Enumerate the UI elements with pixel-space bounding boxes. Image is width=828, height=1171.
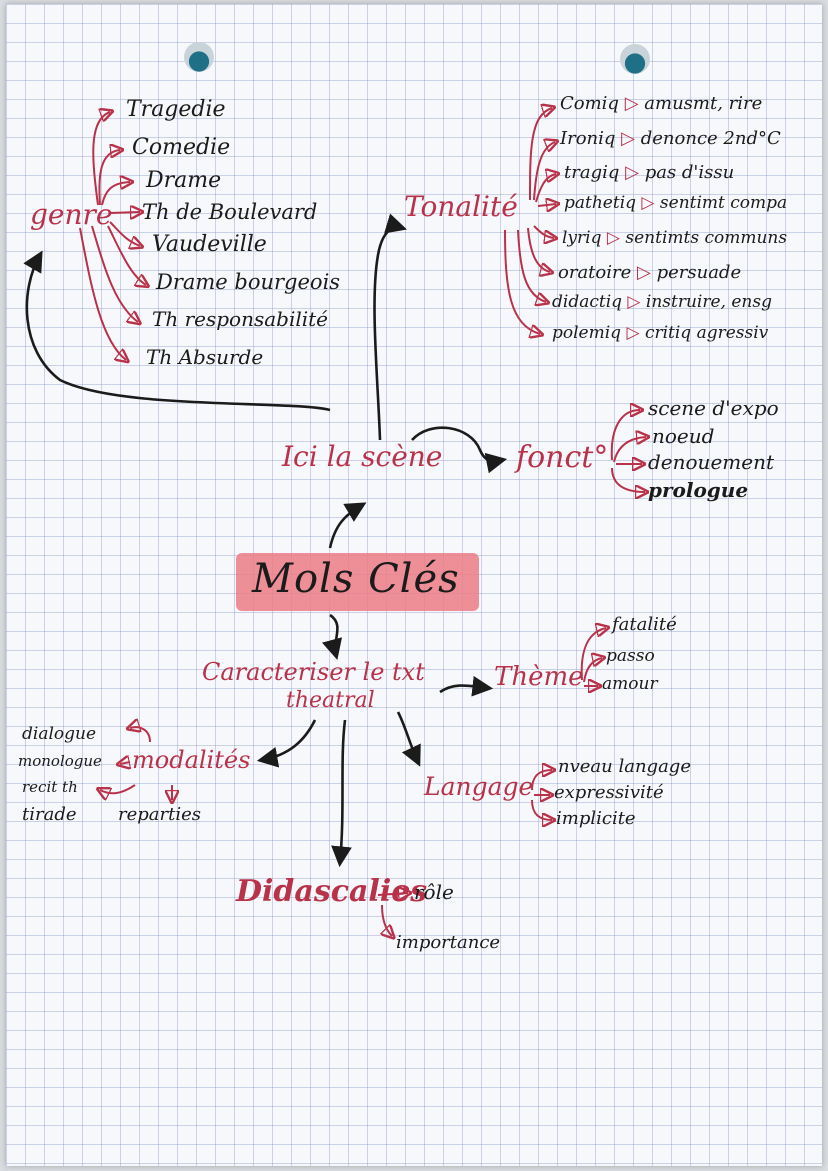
tonalite-item: lyriq ▷ sentimts communs — [562, 228, 788, 248]
genre-item: Th de Boulevard — [142, 200, 318, 224]
tonalite-item: polemiq ▷ critiq agressiv — [552, 323, 769, 343]
genre-item: Th Absurde — [146, 345, 264, 369]
modalites-label: modalités — [132, 746, 251, 774]
modalites-item: dialogue — [22, 724, 97, 744]
tonalite-name: lyriq — [562, 228, 602, 248]
punch-hole — [620, 44, 650, 74]
langage-item: nveau langage — [558, 756, 691, 777]
genre-label: genre — [30, 198, 113, 231]
tonalite-note: sentimts communs — [625, 228, 788, 248]
didascalies-label: Didascalies — [236, 874, 428, 909]
modalites-item: recit th — [22, 778, 78, 796]
modalites-item: tirade — [22, 804, 77, 825]
langage-item: expressivité — [554, 782, 664, 803]
didascalies-item: rôle — [414, 880, 454, 904]
caracteriser-title: Caracteriser le txt — [202, 658, 425, 686]
langage-item: implicite — [556, 808, 636, 829]
tonalite-item: Ironiq ▷ denonce 2nd°C — [560, 128, 781, 149]
genre-item: Drame bourgeois — [156, 270, 341, 294]
theme-item: amour — [602, 674, 658, 694]
tonalite-note: sentimt compa — [659, 193, 788, 213]
modalites-item: monologue — [18, 752, 102, 770]
theme-label: Thème — [494, 662, 584, 692]
tonalite-item: didactiq ▷ instruire, ensg — [552, 292, 772, 312]
tonalite-note: instruire, ensg — [645, 292, 772, 312]
theme-item: passo — [606, 646, 655, 666]
tonalite-name: polemiq — [552, 323, 622, 343]
didascalies-item: importance — [396, 932, 501, 953]
fonction-item: prologue — [648, 478, 749, 502]
genre-item: Th responsabilité — [152, 307, 329, 331]
tonalite-item: oratoire ▷ persuade — [558, 262, 742, 283]
tonalite-note: persuade — [656, 262, 742, 283]
scene-title: Ici la scène — [282, 440, 443, 473]
fonction-label: fonct° — [516, 440, 609, 475]
caracteriser-subtitle: theatral — [286, 688, 375, 713]
genre-item: Comedie — [132, 135, 231, 160]
tonalite-item: tragiq ▷ pas d'issu — [564, 162, 735, 183]
tonalite-name: oratoire — [558, 262, 632, 283]
tonalite-label: Tonalité — [404, 190, 518, 223]
punch-hole — [184, 42, 214, 72]
tonalite-name: Comiq — [560, 93, 619, 114]
modalites-item: reparties — [118, 804, 201, 825]
center-highlight — [236, 553, 479, 611]
tonalite-name: tragiq — [564, 162, 620, 183]
langage-label: Langage — [424, 772, 534, 801]
genre-item: Tragedie — [126, 97, 226, 122]
center-title: Mols Clés — [252, 556, 460, 602]
tonalite-item: pathetiq ▷ sentimt compa — [564, 193, 788, 213]
tonalite-note: pas d'issu — [644, 162, 735, 183]
tonalite-note: amusmt, rire — [644, 93, 763, 114]
tonalite-note: denonce 2nd°C — [640, 128, 781, 149]
tonalite-note: critiq agressiv — [644, 323, 769, 343]
tonalite-name: Ironiq — [560, 128, 616, 149]
tonalite-item: Comiq ▷ amusmt, rire — [560, 93, 763, 114]
tonalite-name: didactiq — [552, 292, 623, 312]
genre-item: Vaudeville — [152, 232, 267, 257]
fonction-item: noeud — [652, 424, 715, 448]
tonalite-name: pathetiq — [564, 193, 637, 213]
fonction-item: scene d'expo — [648, 396, 779, 420]
fonction-item: denouement — [648, 450, 774, 474]
theme-item: fatalité — [612, 614, 677, 635]
genre-item: Drame — [146, 168, 222, 193]
